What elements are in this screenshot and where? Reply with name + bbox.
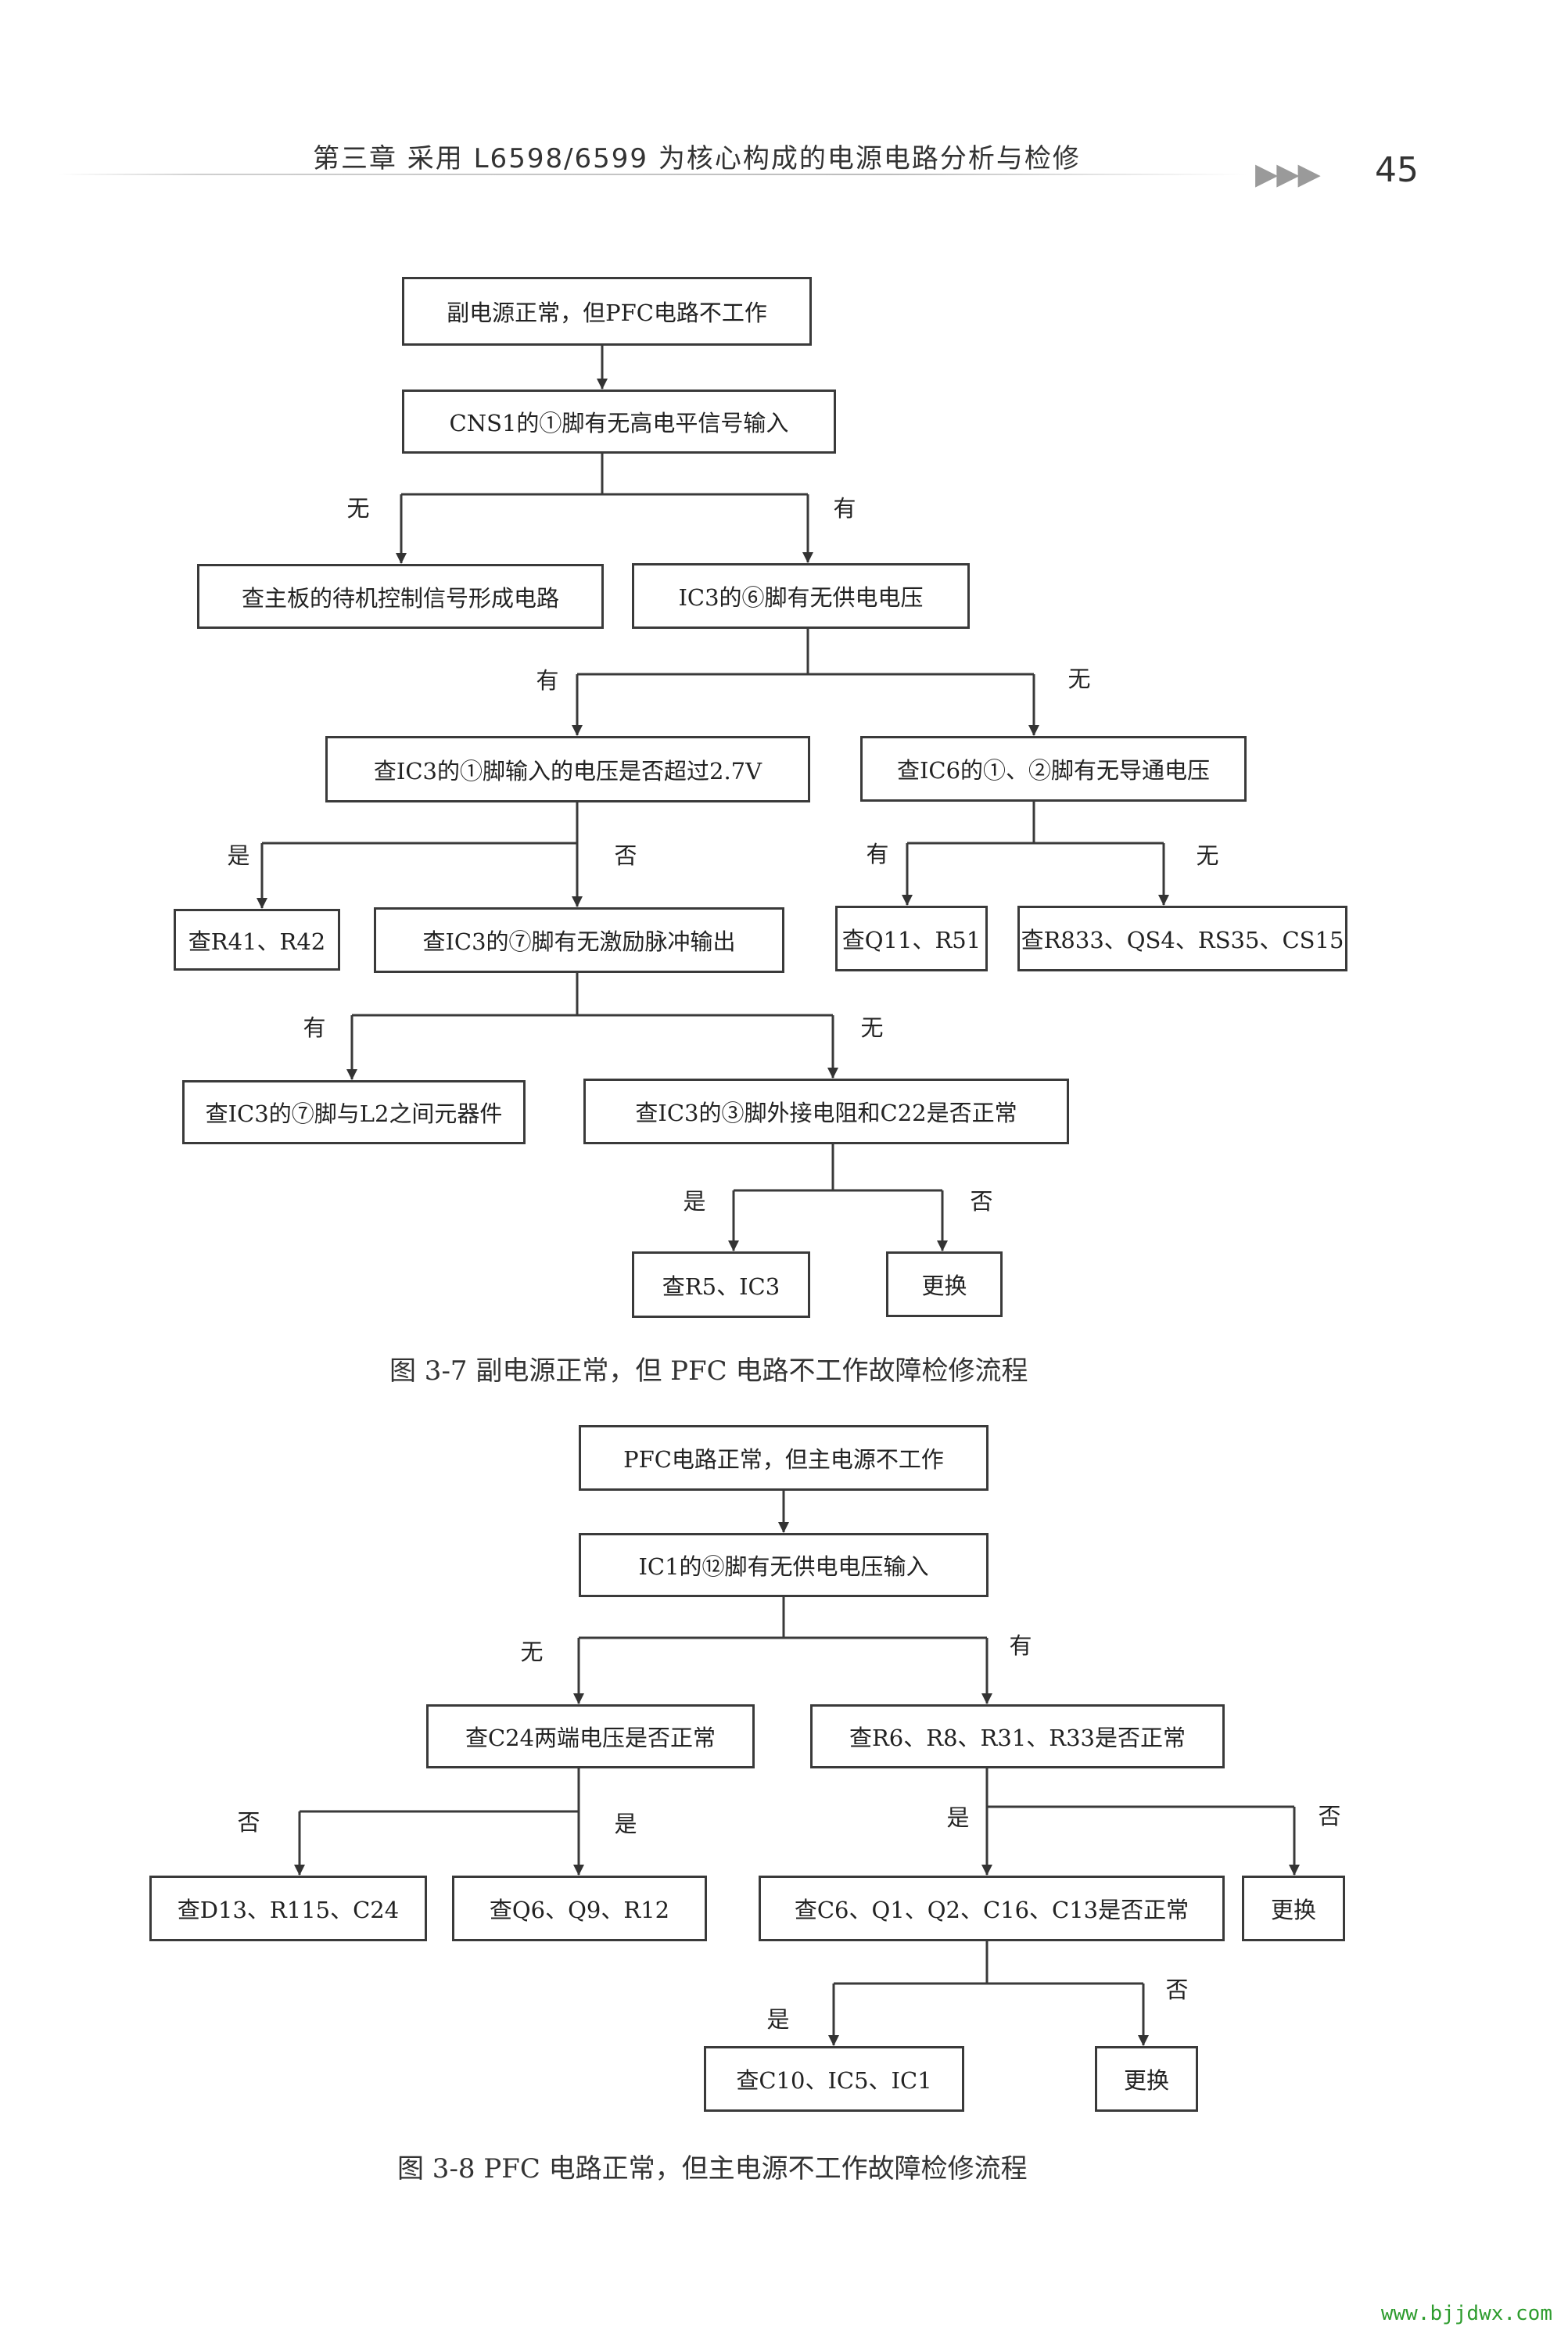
fig7-node-ic3-pin3-c22: 查IC3的③脚外接电阻和C22是否正常 xyxy=(583,1079,1069,1144)
fig7-label-h-no: 无 xyxy=(860,1014,884,1041)
fig7-node-start: 副电源正常，但PFC电路不工作 xyxy=(402,277,812,346)
fig7-label-e-no: 否 xyxy=(614,842,637,869)
fig8-label-c-yes: 是 xyxy=(614,1811,637,1837)
fig8-label-g-no: 否 xyxy=(1165,1976,1189,2003)
fig8-node-c10-ic5-ic1: 查C10、IC5、IC1 xyxy=(704,2046,964,2112)
site-watermark: www.bjjdwx.com xyxy=(1380,2302,1552,2325)
fig7-label-h-yes: 有 xyxy=(303,1014,326,1041)
fig8-label-d-yes: 是 xyxy=(946,1804,970,1831)
fig8-label-d-no: 否 xyxy=(1318,1803,1341,1829)
fig7-label-l-yes: 是 xyxy=(683,1188,706,1215)
fig7-node-standby-circuit: 查主板的待机控制信号形成电路 xyxy=(197,564,604,629)
fig7-node-ic3-pin6: IC3的⑥脚有无供电电压 xyxy=(632,563,970,629)
fig7-caption: 图 3-7 副电源正常，但 PFC 电路不工作故障检修流程 xyxy=(389,1355,1028,1387)
fig8-node-replace-2: 更换 xyxy=(1095,2046,1198,2112)
fig7-node-r5-ic3: 查R5、IC3 xyxy=(632,1251,810,1318)
fig7-label-e-yes: 是 xyxy=(227,842,250,869)
chapter-header-title: 第三章 采用 L6598/6599 为核心构成的电源电路分析与检修 xyxy=(313,143,1081,174)
fig7-label-d-yes: 有 xyxy=(536,667,559,694)
fig8-node-r6-r8-r31-r33: 查R6、R8、R31、R33是否正常 xyxy=(810,1704,1225,1768)
fig8-node-start: PFC电路正常，但主电源不工作 xyxy=(579,1425,989,1491)
fig7-node-ic6-pins: 查IC6的①、②脚有无导通电压 xyxy=(860,736,1247,802)
fig8-node-c24-voltage: 查C24两端电压是否正常 xyxy=(426,1704,755,1768)
fig7-label-b-yes: 有 xyxy=(833,495,856,522)
fig7-label-f-no: 无 xyxy=(1196,842,1219,869)
header-rule xyxy=(59,174,1247,175)
fig8-label-b-yes: 有 xyxy=(1009,1632,1032,1659)
fig8-node-d13-r115-c24: 查D13、R115、C24 xyxy=(149,1876,427,1941)
fig7-node-ic3-pin1-voltage: 查IC3的①脚输入的电压是否超过2.7V xyxy=(325,736,810,802)
fig7-node-ic3-pin7-l2: 查IC3的⑦脚与L2之间元器件 xyxy=(182,1080,526,1144)
fig8-node-q6-q9-r12: 查Q6、Q9、R12 xyxy=(452,1876,707,1941)
fig8-node-c6-q1-group: 查C6、Q1、Q2、C16、C13是否正常 xyxy=(759,1876,1225,1941)
fig7-label-l-no: 否 xyxy=(970,1188,993,1215)
fig7-node-replace: 更换 xyxy=(886,1251,1003,1317)
fig8-caption: 图 3-8 PFC 电路正常，但主电源不工作故障检修流程 xyxy=(397,2153,1028,2185)
fig7-node-ic3-pin7-pulse: 查IC3的⑦脚有无激励脉冲输出 xyxy=(374,907,784,973)
fig7-node-q11-r51: 查Q11、R51 xyxy=(835,906,988,971)
fig8-label-b-no: 无 xyxy=(520,1639,544,1665)
fig7-node-r833-group: 查R833、QS4、RS35、CS15 xyxy=(1017,906,1347,971)
fig8-label-g-yes: 是 xyxy=(766,2006,790,2033)
fig8-label-c-no: 否 xyxy=(237,1809,260,1836)
fig7-node-cns1-check: CNS1的①脚有无高电平信号输入 xyxy=(402,390,836,454)
fig7-label-b-no: 无 xyxy=(346,495,370,522)
page-number: 45 xyxy=(1375,150,1419,190)
fig7-label-f-yes: 有 xyxy=(866,841,889,867)
header-arrows-icon: ▶▶▶ xyxy=(1255,156,1321,191)
fig7-label-d-no: 无 xyxy=(1067,666,1091,692)
fig8-node-ic1-pin12: IC1的⑫脚有无供电电压输入 xyxy=(579,1533,989,1597)
fig7-node-r41-r42: 查R41、R42 xyxy=(174,909,340,971)
fig8-node-replace-1: 更换 xyxy=(1242,1876,1345,1941)
